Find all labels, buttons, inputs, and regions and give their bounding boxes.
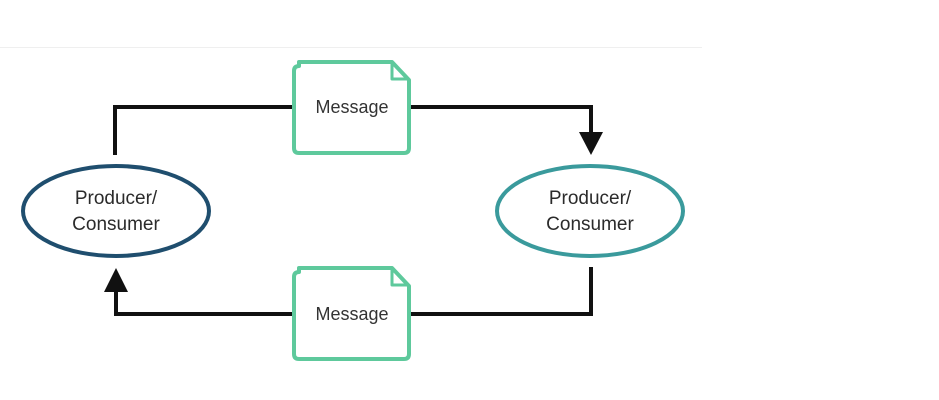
node-left-outline — [21, 164, 211, 258]
edge-left-to-right — [113, 105, 603, 155]
node-right-label-line1: Producer/ — [549, 188, 632, 209]
arrowhead-down-icon — [579, 132, 603, 155]
node-left-label-line2: Consumer — [72, 214, 160, 235]
producer-consumer-node-right[interactable]: Producer/ Consumer — [495, 164, 685, 258]
message-bottom-label: Message — [315, 304, 388, 324]
message-document-bottom[interactable]: Message — [292, 266, 411, 361]
node-right-label-line2: Consumer — [546, 214, 634, 235]
arrowhead-up-icon — [104, 268, 128, 292]
document-icon — [292, 60, 411, 155]
document-icon — [292, 266, 411, 361]
message-top-label: Message — [315, 97, 388, 117]
connector-line-bottom-left — [114, 290, 295, 316]
connector-line-bottom-right — [410, 267, 593, 316]
node-left-label-line1: Producer/ — [75, 188, 158, 209]
top-divider — [0, 47, 702, 48]
producer-consumer-node-left[interactable]: Producer/ Consumer — [21, 164, 211, 258]
message-document-top[interactable]: Message — [292, 60, 411, 155]
document-fold-icon — [390, 268, 409, 287]
document-fold-icon — [390, 62, 409, 81]
connector-line-top-left — [113, 105, 295, 155]
edge-right-to-left — [104, 267, 593, 316]
connector-line-top-right — [410, 105, 593, 135]
node-right-outline — [495, 164, 685, 258]
